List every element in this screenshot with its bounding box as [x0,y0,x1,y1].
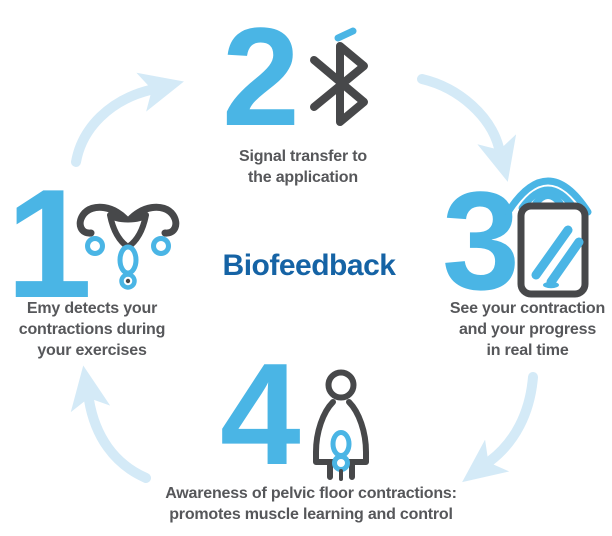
wifi-waves [504,177,592,216]
step-3-number: 3 [442,162,520,319]
step-1-caption: Emy detects your contractions during you… [18,300,166,359]
person-legs [327,460,355,480]
bluetooth-signal-dash [334,27,357,42]
step-2-number: 2 [222,0,300,155]
step-3-caption: See your contraction and your progress i… [449,300,606,359]
probe-body [117,244,139,276]
screen-reflection-2 [546,237,584,287]
bluetooth-icon [310,27,368,126]
arrow-step4-to-step1 [70,365,151,483]
person-head [325,369,357,401]
arrow-step1-to-step2 [71,72,184,167]
smartphone-signal-icon [504,177,592,298]
bluetooth-rune [310,42,368,126]
home-button [543,281,559,289]
fallopian-tube-left [76,203,132,237]
device-body [330,430,352,458]
arrow-step2-to-step3 [417,74,517,182]
ovary-right [151,236,171,256]
step-4-number: 4 [220,333,301,495]
step-4-caption: Awareness of pelvic floor contractions: … [165,485,457,523]
arrow-step3-to-step4 [462,372,538,483]
pelvic-floor-person-icon [313,369,369,481]
fallopian-tube-right [124,203,180,237]
diagram-title: Biofeedback [222,249,396,282]
probe-dot [125,278,131,284]
uterus-body [107,212,149,250]
device-ring [332,454,350,472]
step-2-caption: Signal transfer to the application [239,148,367,186]
screen-reflection-1 [531,225,573,280]
step-1-number: 1 [6,157,93,330]
ovary-left [85,236,105,256]
uterus-icon [76,203,180,290]
